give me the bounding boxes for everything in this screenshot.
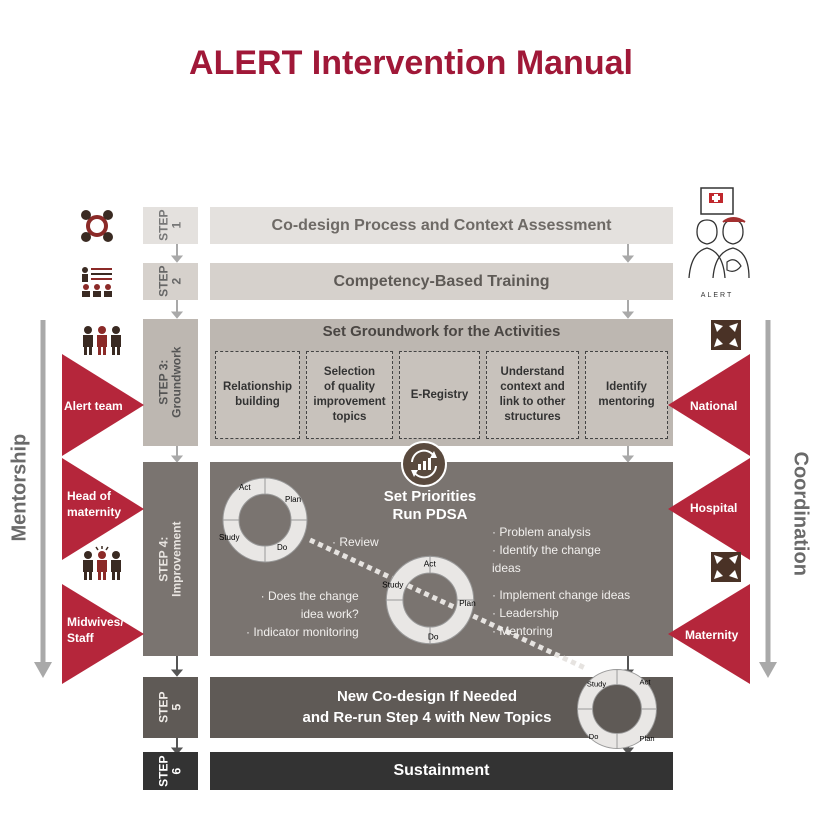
coordination-arrow <box>759 320 777 678</box>
step-connectors-right <box>621 244 635 463</box>
step-connectors-left <box>170 244 184 463</box>
alert-logo-text: ALERT <box>700 292 734 299</box>
co-design-network-icon <box>81 210 113 242</box>
groundwork-identify-mentoring: Identify mentoring <box>585 351 668 439</box>
note-do: · Implement change ideas · Leadership · … <box>492 588 631 638</box>
alert-logo: ALERT <box>683 186 751 304</box>
role-triangle-hospital <box>668 458 750 560</box>
step-3-title: Set Groundwork for the Activities <box>322 322 561 340</box>
step-5-bar: New Co-design If Needed and Re-run Step … <box>302 688 552 726</box>
pdsa-cycle-top-left: Act Plan Do Study <box>219 477 308 563</box>
step-connectors-left-dark <box>170 656 184 755</box>
role-triangle-maternity <box>668 584 750 684</box>
pdsa-study-label: Study <box>587 679 606 688</box>
groundwork-e-registry: E-Registry <box>399 351 480 439</box>
groundwork-understand-context: Understand context and link to other str… <box>486 351 579 439</box>
step-6-bar: Sustainment <box>210 752 673 790</box>
pdsa-cycle-step5: Study Act Plan Do <box>577 669 657 749</box>
role-national: National <box>690 399 738 413</box>
health-workers-icon <box>688 187 750 279</box>
pdsa-study-label: Study <box>219 533 239 542</box>
pdsa-act-label: Act <box>640 678 652 687</box>
training-class-icon <box>82 267 112 297</box>
role-triangle-alert-team <box>62 354 144 456</box>
step-4-title: Set Priorities Run PDSA <box>383 488 477 523</box>
role-midwives-staff: Midwives/ Staff <box>67 615 124 646</box>
pdsa-cycle-center: Act Plan Do Study <box>382 555 476 645</box>
role-hospital: Hospital <box>690 501 738 515</box>
pdsa-plan-label: Plan <box>640 734 655 743</box>
groundwork-selection-topics: Selection of quality improvement topics <box>306 351 393 439</box>
step-3-label: STEP 3: Groundwork <box>143 319 198 446</box>
role-head-of-maternity: Head of maternity <box>67 489 122 520</box>
step-6-label: STEP 6 <box>143 752 198 790</box>
pdsa-plan-label: Plan <box>285 495 301 504</box>
pdsa-do-label: Do <box>589 732 599 741</box>
role-triangle-midwives <box>62 584 144 684</box>
step-5-label: STEP 5 <box>143 677 198 738</box>
step-2-label: STEP 2 <box>143 263 198 300</box>
role-triangle-national <box>668 354 750 456</box>
note-plan: · Problem analysis · Identify the change… <box>492 525 601 575</box>
note-check: · Does the change idea work? · Indicator… <box>246 589 359 639</box>
pdsa-act-label: Act <box>424 559 437 569</box>
role-alert-team: Alert team <box>64 399 123 413</box>
converge-arrows-icon <box>711 320 741 350</box>
step-1-bar: Co-design Process and Context Assessment <box>210 207 673 244</box>
mentorship-arrow <box>34 320 52 678</box>
staff-group-icon <box>83 546 121 580</box>
step-1-label: STEP 1 <box>143 207 198 244</box>
role-triangle-head-maternity <box>62 458 144 560</box>
pdsa-do-label: Do <box>277 543 288 552</box>
note-review: · Review <box>332 535 379 549</box>
groundwork-relationship-building: Relationship building <box>215 351 300 439</box>
pdsa-cycle-icon <box>401 441 447 487</box>
step-2-bar: Competency-Based Training <box>210 263 673 300</box>
converge-arrows-icon <box>711 552 741 582</box>
pdsa-study-label: Study <box>382 580 404 590</box>
pdsa-act-label: Act <box>239 483 251 492</box>
pdsa-do-label: Do <box>428 632 439 642</box>
page-title: ALERT Intervention Manual <box>189 44 633 82</box>
team-group-icon <box>83 326 121 355</box>
role-maternity: Maternity <box>685 628 739 642</box>
pdsa-plan-label: Plan <box>459 598 476 608</box>
step-4-label: STEP 4: Improvement <box>143 462 198 656</box>
